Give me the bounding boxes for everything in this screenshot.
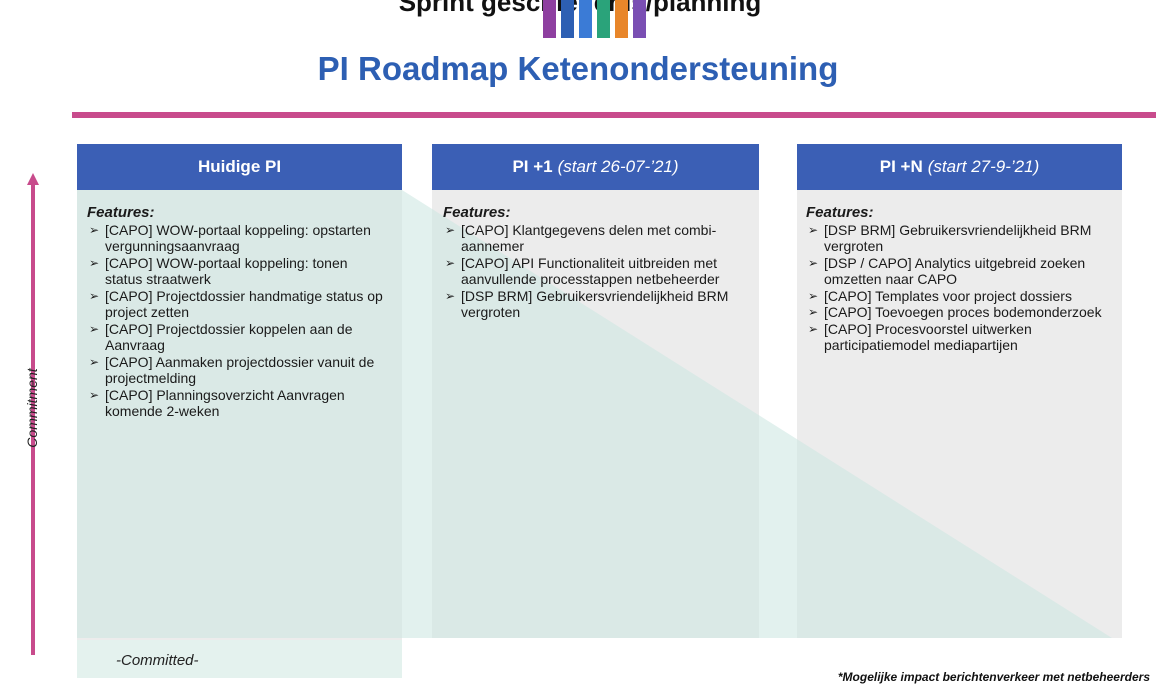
column-title: PI +1 [512, 157, 553, 176]
column-header-huidige-pi: Huidige PI [77, 144, 402, 190]
logo-bar [543, 0, 556, 38]
footnote: *Mogelijke impact berichtenverkeer met n… [837, 670, 1150, 684]
page-title: PI Roadmap Ketenondersteuning [317, 50, 839, 87]
logo-bar [633, 0, 646, 38]
column-header-pi-plus-1: PI +1 (start 26-07-’21) [432, 144, 759, 190]
column-subtitle: (start 26-07-’21) [557, 157, 679, 176]
committed-label: -Committed- [116, 652, 199, 669]
features-label: Features: [87, 204, 155, 221]
column-title: PI +N [879, 157, 923, 176]
feature-item: [CAPO] Aanmaken projectdossier vanuit de… [87, 354, 387, 387]
title-divider [72, 112, 1156, 118]
feature-item: [CAPO] Templates voor project dossiers [806, 288, 1111, 305]
feature-item: [CAPO] Projectdossier handmatige status … [87, 288, 387, 321]
logo-bar [597, 0, 610, 38]
feature-item: [CAPO] Projectdossier koppelen aan de Aa… [87, 321, 387, 354]
logo-bar [561, 0, 574, 38]
feature-item: [CAPO] WOW-portaal koppeling: opstarten … [87, 222, 387, 255]
feature-item: [CAPO] WOW-portaal koppeling: tonen stat… [87, 255, 387, 288]
arrow-up-icon [27, 173, 39, 185]
features-pi-plus-n: Features: [DSP BRM] Gebruikersvriendelij… [806, 204, 1111, 354]
features-huidige-pi: Features: [CAPO] WOW-portaal koppeling: … [87, 204, 387, 420]
feature-list: [DSP BRM] Gebruikersvriendelijkheid BRM … [806, 222, 1111, 354]
features-label: Features: [443, 204, 511, 221]
feature-item: [DSP / CAPO] Analytics uitgebreid zoeken… [806, 255, 1111, 288]
committed-band [77, 640, 402, 678]
feature-item: [CAPO] API Functionaliteit uitbreiden me… [443, 255, 743, 288]
features-label: Features: [806, 204, 874, 221]
feature-list: [CAPO] WOW-portaal koppeling: opstarten … [87, 222, 387, 420]
column-title: Huidige PI [197, 157, 282, 176]
feature-item: [DSP BRM] Gebruikersvriendelijkheid BRM … [443, 288, 743, 321]
features-pi-plus-1: Features: [CAPO] Klantgegevens delen met… [443, 204, 743, 321]
column-header-pi-plus-n: PI +N (start 27-9-’21) [797, 144, 1122, 190]
logo-bar [615, 0, 628, 38]
logo-bars-icon [543, 0, 646, 38]
feature-item: [CAPO] Toevoegen proces bodemonderzoek [806, 304, 1111, 321]
feature-item: [CAPO] Planningsoverzicht Aanvragen kome… [87, 387, 387, 420]
feature-item: [CAPO] Klantgegevens delen met combi-aan… [443, 222, 743, 255]
logo-bar [579, 0, 592, 38]
commitment-arrow [31, 185, 35, 655]
column-subtitle: (start 27-9-’21) [927, 157, 1040, 176]
commitment-label: Commitment [24, 368, 40, 448]
feature-list: [CAPO] Klantgegevens delen met combi-aan… [443, 222, 743, 321]
feature-item: [CAPO] Procesvoorstel uitwerken particip… [806, 321, 1111, 354]
feature-item: [DSP BRM] Gebruikersvriendelijkheid BRM … [806, 222, 1111, 255]
